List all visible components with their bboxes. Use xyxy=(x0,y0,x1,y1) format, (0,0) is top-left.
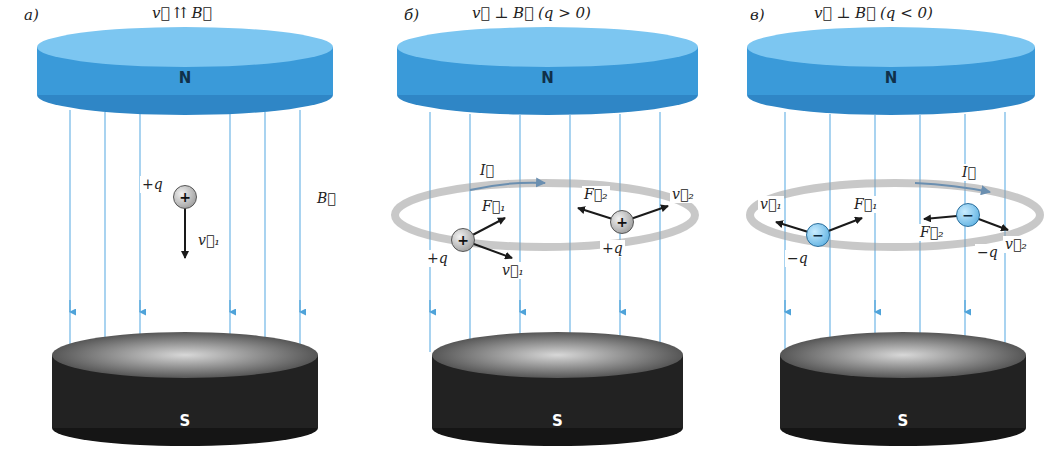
south-pole: S xyxy=(778,330,1028,448)
south-pole-shape xyxy=(778,330,1028,448)
north-pole: N xyxy=(395,25,700,117)
charge-sign: + xyxy=(457,233,469,247)
vector-label: +q xyxy=(140,176,165,193)
positive-charge: + xyxy=(610,210,634,234)
panel-heading: v⃗ ⊥ B⃗ (q < 0) xyxy=(812,4,935,22)
vector-label: B⃗ xyxy=(315,190,338,207)
panel-heading: б) xyxy=(402,6,421,24)
south-pole: S xyxy=(430,330,685,448)
vector-label: I⃗ xyxy=(960,164,978,181)
pole-letter: N xyxy=(745,69,1037,87)
vector-label: F⃗₂ xyxy=(918,224,946,241)
pole-letter: S xyxy=(50,412,320,430)
charge-sign: − xyxy=(962,208,974,222)
south-pole-shape xyxy=(430,330,685,448)
vector-label: −q xyxy=(785,250,810,267)
panel-heading: в) xyxy=(748,6,767,24)
south-pole: S xyxy=(50,330,320,448)
vector-label: v⃗₁ xyxy=(758,196,784,213)
field-arrows xyxy=(70,300,965,312)
vector-label: F⃗₂ xyxy=(582,186,610,203)
positive-charge: + xyxy=(451,228,475,252)
field-lines xyxy=(70,110,1005,352)
panel-heading: v⃗ ⇈ B⃗ xyxy=(150,4,214,22)
pole-letter: N xyxy=(395,69,700,87)
charge-sign: + xyxy=(616,215,628,229)
orbit-ring xyxy=(395,183,695,247)
vector-label: F⃗₁ xyxy=(852,196,880,213)
vector-label: −q xyxy=(975,244,1000,261)
vector-label: I⃗ xyxy=(478,162,496,179)
vector-label: F⃗₁ xyxy=(480,198,508,215)
negative-charge: − xyxy=(806,223,830,247)
charge-sign: + xyxy=(179,190,191,204)
positive-charge: + xyxy=(173,185,197,209)
negative-charge: − xyxy=(956,203,980,227)
south-pole-shape xyxy=(50,330,320,448)
vector-label: v⃗₂ xyxy=(1003,236,1029,253)
vector-label: v⃗₂ xyxy=(670,186,696,203)
vector-label: v⃗₁ xyxy=(196,232,222,249)
pole-letter: N xyxy=(35,69,335,87)
current-arrow xyxy=(470,183,545,190)
north-pole: N xyxy=(35,25,335,117)
panel-heading: v⃗ ⊥ B⃗ (q > 0) xyxy=(470,4,593,22)
charge-sign: − xyxy=(812,228,824,242)
current-arrow xyxy=(915,183,990,192)
vector-label: +q xyxy=(425,250,450,267)
pole-letter: S xyxy=(778,412,1028,430)
panel-heading: а) xyxy=(22,6,41,24)
vector-arrows xyxy=(185,206,1008,258)
pole-letter: S xyxy=(430,412,685,430)
vector-label: +q xyxy=(600,240,625,257)
orbit-ring xyxy=(750,183,1040,247)
north-pole: N xyxy=(745,25,1037,117)
vector-label: v⃗₁ xyxy=(500,262,526,279)
